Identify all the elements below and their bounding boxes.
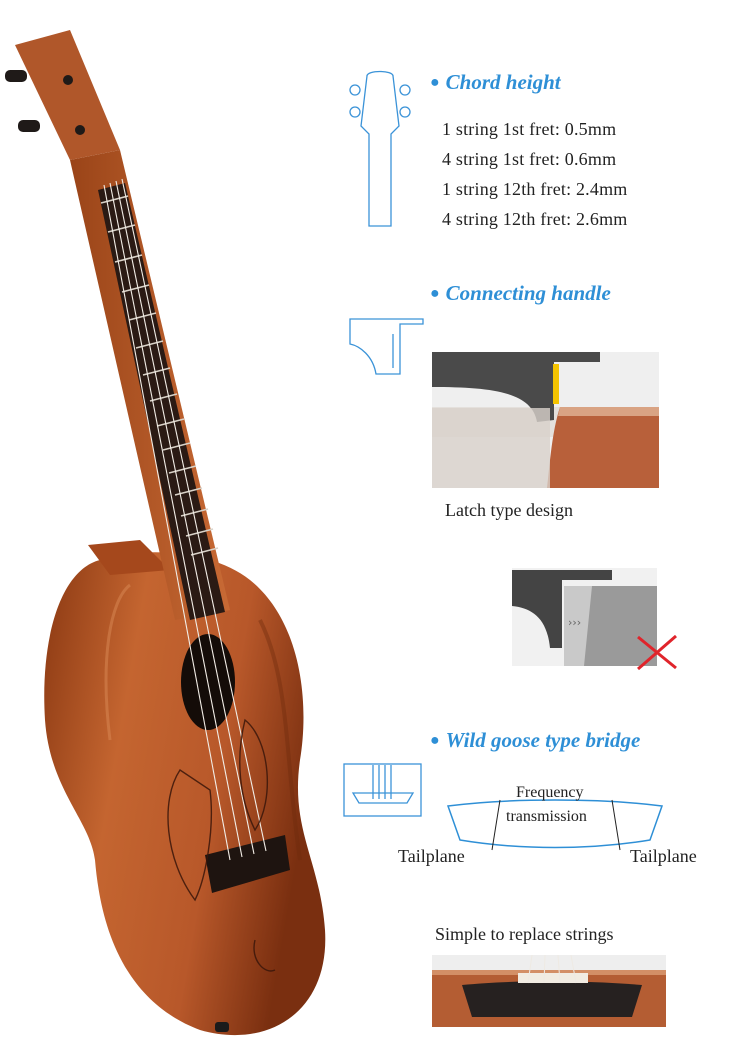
headstock-outline-icon	[349, 70, 411, 227]
chord-height-title: ●Chord height	[430, 70, 561, 94]
latch-caption: Latch type design	[445, 500, 573, 520]
transmission-label: transmission	[506, 808, 587, 825]
ukulele-image	[5, 30, 326, 1036]
bullet-icon: ●	[430, 74, 440, 91]
neck-joint-outline-icon	[349, 318, 424, 375]
spec-line: 4 string 12th fret: 2.6mm	[442, 209, 628, 229]
tailplane-right-label: Tailplane	[630, 846, 697, 866]
red-cross-icon	[637, 634, 677, 671]
latch-joint-photo	[432, 352, 659, 488]
bridge-title: ●Wild goose type bridge	[430, 728, 641, 752]
bridge-outline-icon	[343, 763, 422, 817]
connecting-handle-title: ●Connecting handle	[430, 281, 611, 305]
spec-line: 1 string 12th fret: 2.4mm	[442, 179, 628, 199]
bridge-diagram	[446, 799, 664, 851]
spec-line: 4 string 1st fret: 0.6mm	[442, 149, 617, 169]
tailplane-left-label: Tailplane	[398, 846, 465, 866]
replace-strings-caption: Simple to replace strings	[435, 924, 614, 944]
bullet-icon: ●	[430, 285, 440, 302]
bridge-closeup-photo	[432, 955, 666, 1027]
bullet-icon: ●	[430, 732, 440, 749]
wrong-joint-photo: ›››	[512, 568, 657, 666]
svg-text:›››: ›››	[568, 616, 581, 629]
spec-line: 1 string 1st fret: 0.5mm	[442, 119, 617, 139]
frequency-label: Frequency	[516, 784, 584, 801]
